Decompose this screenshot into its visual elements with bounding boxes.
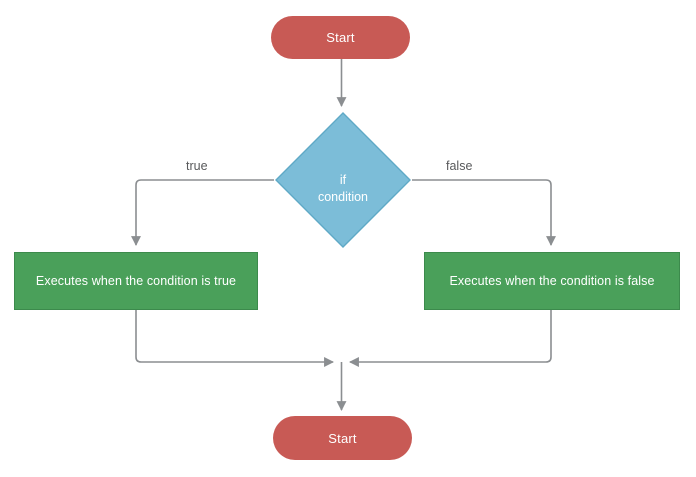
edge-label-false: false [446, 159, 473, 173]
connector-true-to-merge [135, 310, 334, 367]
node-start-top-label: Start [326, 30, 355, 45]
node-process-false[interactable]: Executes when the condition is false [424, 252, 680, 310]
connector-false-to-merge [349, 310, 552, 367]
node-process-false-label: Executes when the condition is false [449, 274, 655, 288]
edge-label-true: true [186, 159, 208, 173]
connector-false-branch [412, 179, 556, 246]
connector-true-branch [131, 179, 274, 246]
node-start-top[interactable]: Start [271, 16, 410, 59]
node-process-true-label: Executes when the condition is true [35, 274, 237, 288]
node-start-bottom[interactable]: Start [273, 416, 412, 460]
node-start-bottom-label: Start [328, 430, 357, 446]
node-decision[interactable]: if condition [275, 112, 411, 248]
node-process-true[interactable]: Executes when the condition is true [14, 252, 258, 310]
diamond-shape-icon [275, 112, 411, 248]
